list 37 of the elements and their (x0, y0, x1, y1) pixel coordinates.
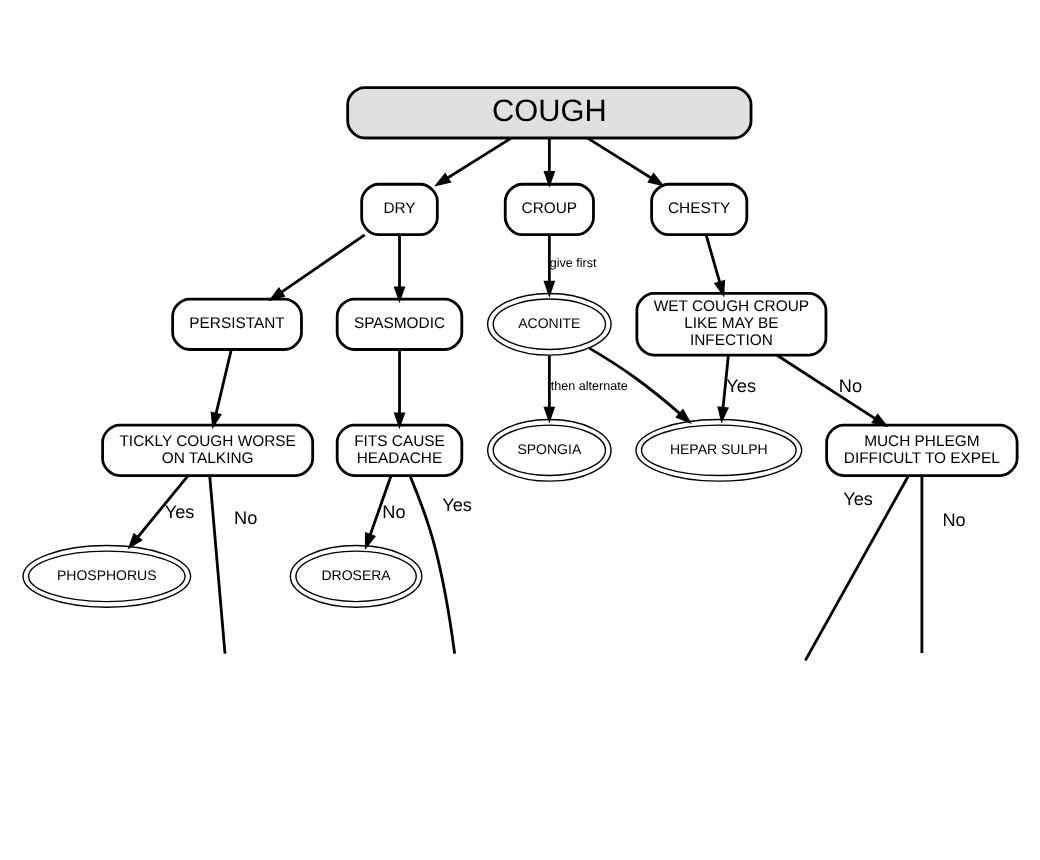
arrow (127, 474, 189, 549)
node-box: DRY (360, 181, 439, 236)
edge-label: No (942, 509, 966, 530)
edge-label: Yes (164, 501, 195, 522)
arrow (543, 137, 556, 187)
edge-label: Yes (843, 487, 873, 508)
connector (920, 474, 924, 653)
edge-label: No (838, 375, 863, 396)
arrow (210, 348, 233, 429)
arrow (704, 233, 726, 297)
connector (804, 474, 910, 660)
node-box: TICKLY COUGH WORSE ON TALKING (101, 422, 315, 476)
arrow (393, 234, 406, 303)
arrow (543, 234, 556, 297)
edge-label: No (234, 506, 258, 527)
arrow (776, 353, 889, 427)
node-box: PERSISTANT (171, 296, 303, 350)
connector (408, 474, 457, 653)
node-box: SPASMODIC (335, 296, 464, 350)
arrow (543, 354, 556, 423)
node-box: WET COUGH CROUP LIKE MAY BE INFECTION (635, 291, 828, 356)
arrow (364, 474, 393, 549)
arrow (393, 349, 406, 429)
node-box: CHESTY (650, 181, 749, 236)
arrow (588, 345, 692, 424)
connector (208, 474, 227, 653)
node-box: COUGH (346, 85, 753, 139)
node-box: FITS CAUSE HEADACHE (335, 422, 464, 476)
node-box: CROUP (503, 181, 595, 236)
arrow (268, 232, 366, 301)
node-box: MUCH PHLEGM DIFFICULT TO EXPEL (825, 422, 1019, 476)
arrow (586, 135, 665, 186)
edge-label: Yes (442, 493, 472, 514)
edge-label: No (382, 501, 406, 522)
arrow (717, 354, 730, 423)
arrow (434, 135, 512, 186)
edge-label: Yes (726, 375, 757, 396)
